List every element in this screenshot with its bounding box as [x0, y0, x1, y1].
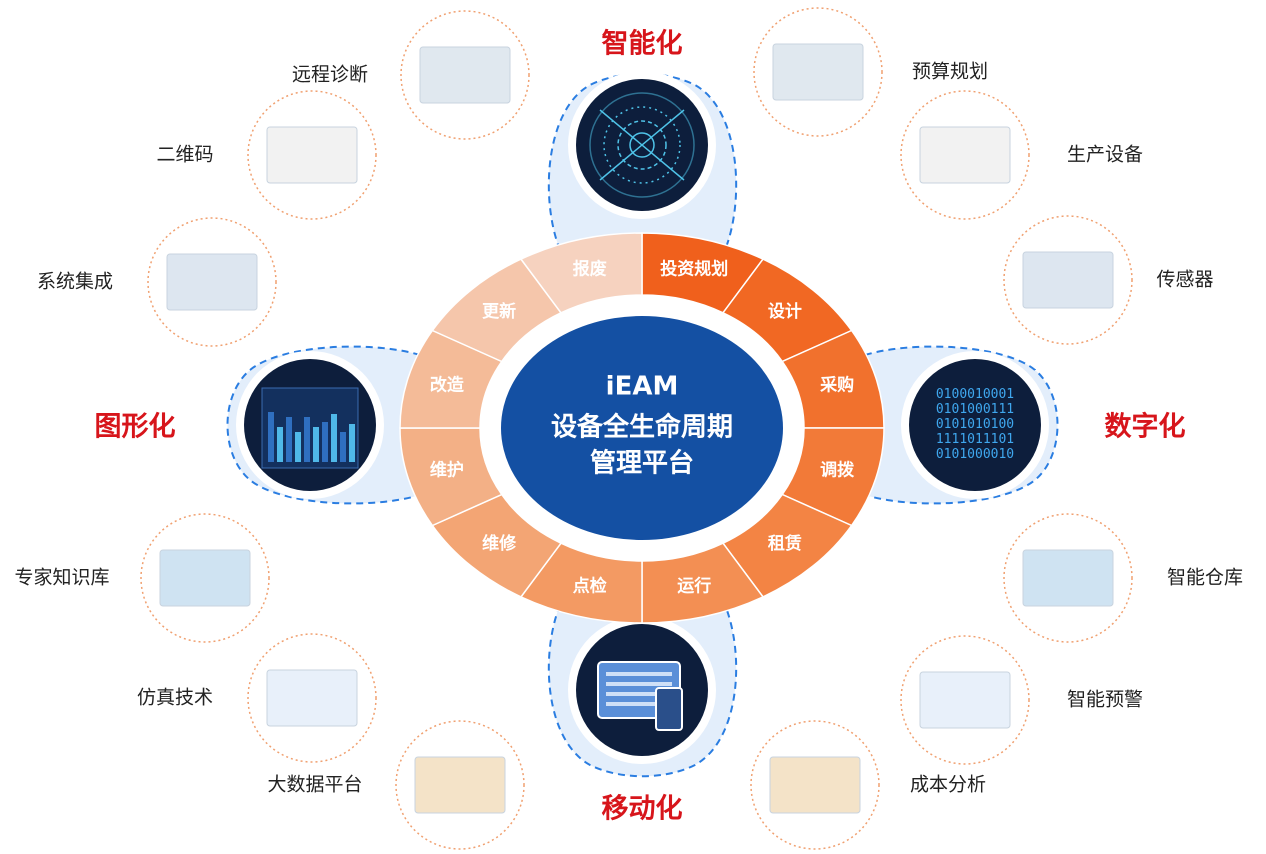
satellite-label: 大数据平台	[267, 774, 362, 796]
satellite-label: 仿真技术	[137, 687, 213, 709]
mobile-document-icon	[597, 661, 683, 731]
satellite-label: 生产设备	[1067, 144, 1143, 166]
satellite-thumbnail	[772, 43, 864, 101]
ring-segment-label: 维修	[482, 533, 517, 554]
satellite-label: 成本分析	[910, 774, 986, 796]
chart-bar	[286, 417, 292, 462]
hub-label-left: 图形化	[95, 412, 176, 443]
binary-line: 1111011101	[936, 432, 1014, 447]
binary-line: 0101000111	[936, 402, 1014, 417]
ring-segment-label: 设计	[768, 301, 802, 322]
satellite-item: 远程诊断	[292, 10, 530, 140]
ring-segment-label: 改造	[430, 375, 465, 396]
chart-bar	[331, 414, 337, 462]
ring-segment-label: 采购	[819, 375, 854, 396]
satellite-thumbnail	[1022, 549, 1114, 607]
satellite-item: 大数据平台	[267, 720, 525, 850]
satellite-item: 二维码	[156, 90, 377, 220]
satellite-thumbnail	[419, 46, 511, 104]
chart-bar	[277, 427, 283, 462]
satellite-item: 生产设备	[900, 90, 1143, 220]
satellite-item: 成本分析	[750, 720, 986, 850]
hub-right: 0100010001010100011101010101001111011101…	[901, 351, 1049, 499]
satellite-item: 专家知识库	[14, 513, 270, 643]
chart-bar	[340, 432, 346, 462]
satellite-item: 传感器	[1003, 215, 1214, 345]
satellite-item: 仿真技术	[137, 633, 377, 763]
satellite-label: 二维码	[156, 144, 213, 166]
chart-bar	[322, 422, 328, 462]
satellite-label: 传感器	[1156, 269, 1213, 291]
satellite-thumbnail	[919, 671, 1011, 729]
center-title: iEAM	[606, 372, 679, 402]
satellite-label: 系统集成	[37, 271, 113, 293]
hub-top	[568, 71, 716, 219]
digital-network-icon	[589, 92, 695, 198]
hub-label-bottom: 移动化	[602, 794, 683, 825]
ring-segment-label: 投资规划	[660, 259, 728, 280]
ring-segment-label: 租赁	[768, 533, 802, 554]
chart-bar	[295, 432, 301, 462]
satellite-thumbnail	[769, 756, 861, 814]
ring-segment-label: 更新	[482, 301, 516, 322]
ring-segment-label: 维护	[430, 459, 464, 480]
satellite-thumbnail	[919, 126, 1011, 184]
satellite-item: 预算规划	[753, 7, 988, 137]
satellite-thumbnail	[266, 669, 358, 727]
binary-line: 0101000010	[936, 447, 1014, 462]
center-subtitle-1: 设备全生命周期	[551, 412, 733, 443]
binary-line: 0101010100	[936, 417, 1014, 432]
satellite-thumbnail	[159, 549, 251, 607]
satellite-label: 预算规划	[912, 61, 988, 83]
ring-segment-label: 报废	[573, 259, 607, 280]
satellite-label: 远程诊断	[292, 64, 368, 86]
satellite-thumbnail	[166, 253, 258, 311]
satellite-thumbnail	[266, 126, 358, 184]
satellite-label: 智能仓库	[1167, 567, 1243, 589]
chart-bar	[304, 417, 310, 462]
satellite-item: 智能预警	[900, 635, 1143, 765]
satellite-label: 智能预警	[1067, 689, 1143, 711]
hub-label-top: 智能化	[602, 28, 683, 60]
binary-code-icon: 0100010001010100011101010101001111011101…	[936, 387, 1014, 462]
binary-line: 0100010001	[936, 387, 1014, 402]
satellite-label: 专家知识库	[14, 567, 109, 589]
ring-segment-label: 点检	[573, 575, 607, 596]
hub-left	[236, 351, 384, 499]
ring-segment-label: 调拨	[820, 459, 855, 480]
ring-segment-label: 运行	[677, 575, 711, 596]
satellite-item: 系统集成	[37, 217, 277, 347]
chart-bar	[268, 412, 274, 462]
satellite-thumbnail	[1022, 251, 1114, 309]
center-ellipse	[501, 316, 783, 540]
center-subtitle-2: 管理平台	[590, 448, 694, 479]
satellite-item: 智能仓库	[1003, 513, 1243, 643]
bar-chart-icon	[261, 387, 359, 469]
chart-bar	[313, 427, 319, 462]
chart-bar	[349, 424, 355, 462]
satellite-thumbnail	[414, 756, 506, 814]
hub-bottom	[568, 616, 716, 764]
hub-label-right: 数字化	[1105, 411, 1186, 443]
